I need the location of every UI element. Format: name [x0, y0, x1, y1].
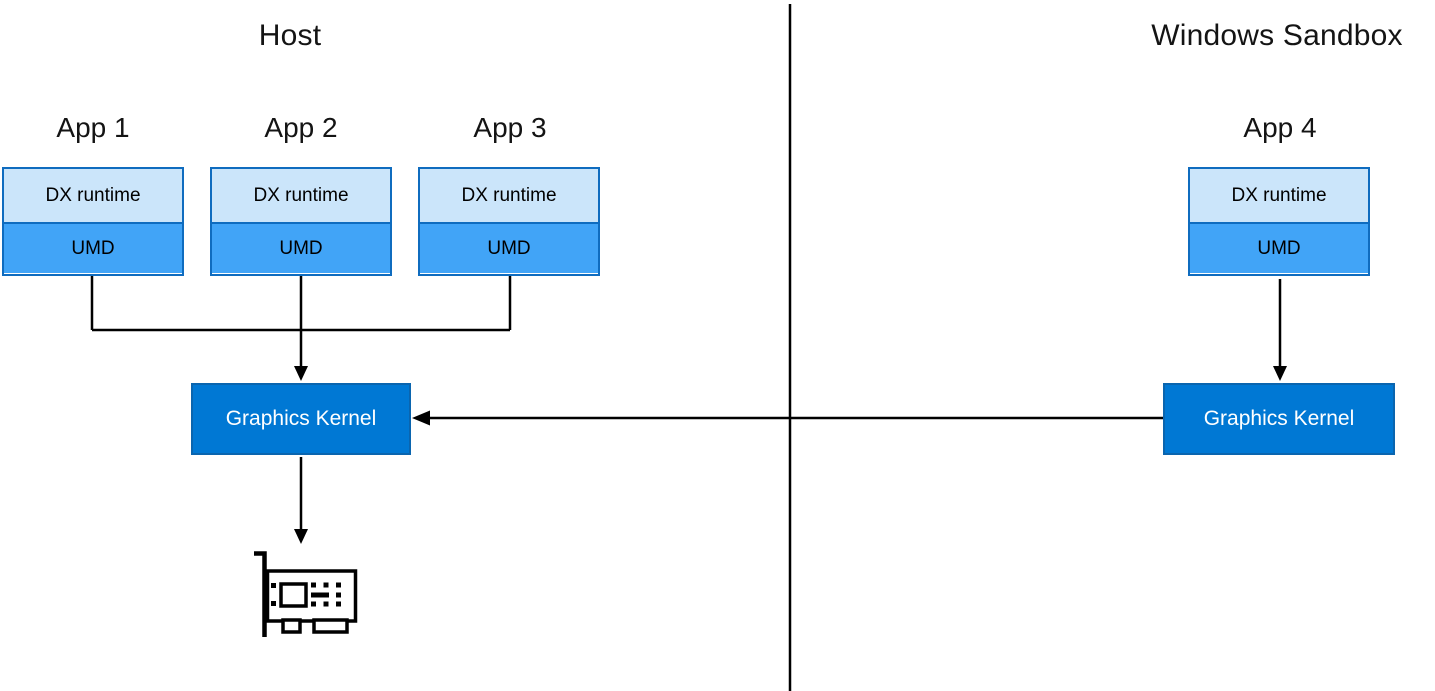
- app2-label: App 2: [264, 112, 338, 143]
- apps-to-host-kernel-arrowhead: [294, 366, 308, 381]
- host-title: Host: [258, 19, 322, 52]
- gpu-chip: [279, 582, 308, 608]
- app2-umd-cell: UMD: [212, 224, 390, 273]
- app1-dx-runtime-cell: DX runtime: [4, 169, 182, 224]
- app3-dx-runtime-cell: DX runtime: [420, 169, 598, 224]
- sandbox-kernel-to-host-kernel-arrowhead: [412, 410, 430, 426]
- app4-dx-runtime-cell: DX runtime: [1190, 169, 1368, 224]
- app4-to-sandbox-kernel-arrowhead: [1273, 366, 1287, 381]
- app1-label: App 1: [56, 112, 130, 143]
- kernel-to-gpu-arrowhead: [294, 529, 308, 544]
- app3-umd-cell: UMD: [420, 224, 598, 273]
- app2-dx-runtime-cell: DX runtime: [212, 169, 390, 224]
- gpu-connector-tab-1: [281, 618, 302, 634]
- app4-stack: DX runtime UMD: [1188, 167, 1370, 276]
- gpu-connector-tab-2: [312, 618, 349, 634]
- app4-label: App 4: [1243, 112, 1317, 143]
- gpu-icon: [254, 551, 358, 637]
- app3-label: App 3: [473, 112, 547, 143]
- app1-umd-cell: UMD: [4, 224, 182, 273]
- app2-stack: DX runtime UMD: [210, 167, 392, 276]
- gpu-bracket: [254, 551, 267, 637]
- gpu-pin-dots: [271, 582, 341, 607]
- sandbox-title: Windows Sandbox: [1151, 19, 1403, 52]
- app1-stack: DX runtime UMD: [2, 167, 184, 276]
- app3-stack: DX runtime UMD: [418, 167, 600, 276]
- app4-umd-cell: UMD: [1190, 224, 1368, 273]
- sandbox-graphics-kernel-box: Graphics Kernel: [1163, 383, 1395, 455]
- host-graphics-kernel-box: Graphics Kernel: [191, 383, 411, 455]
